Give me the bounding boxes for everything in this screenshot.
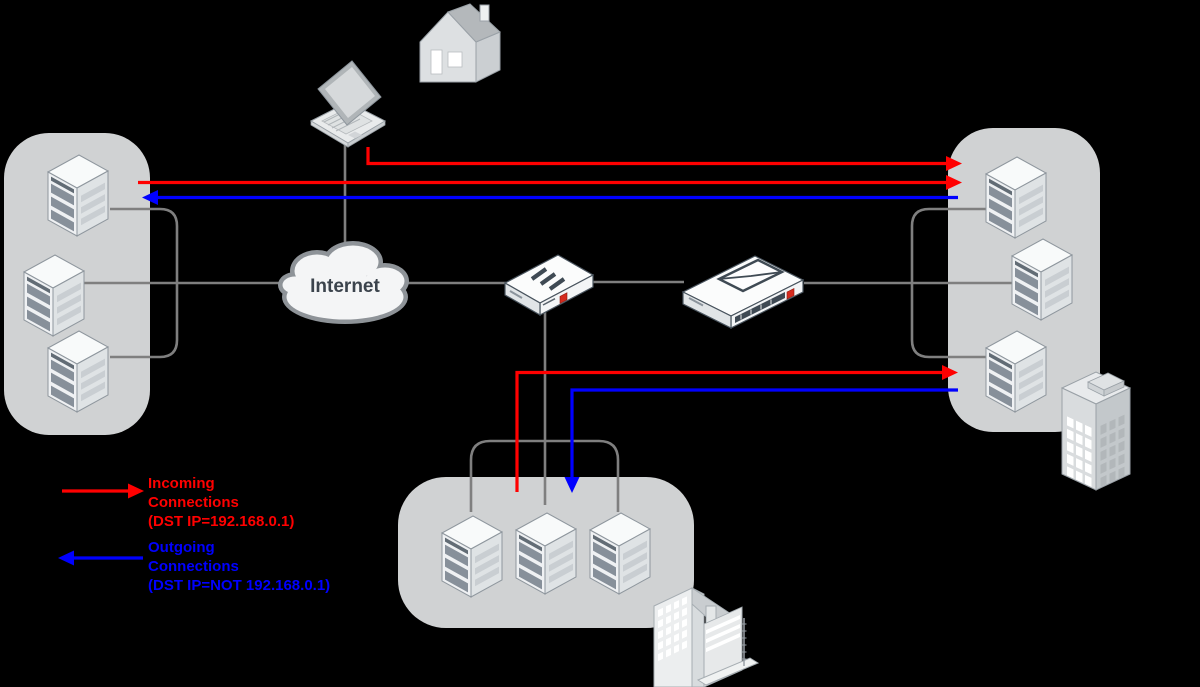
outgoing-connection-arrows bbox=[142, 190, 958, 493]
arrowhead-right-icon bbox=[946, 175, 962, 190]
server-tower-icon bbox=[47, 154, 109, 237]
arrowhead-right-icon bbox=[946, 156, 962, 171]
firewall-appliance-icon bbox=[503, 254, 595, 317]
server-tower-icon bbox=[1011, 238, 1073, 321]
incoming-arrow-dmz-to-right-lan bbox=[515, 370, 942, 492]
arrowhead-left-icon bbox=[58, 550, 74, 566]
arrowhead-right-icon bbox=[942, 365, 958, 380]
house-window bbox=[447, 51, 463, 68]
server-tower-icon bbox=[515, 512, 577, 595]
server-tower-icon bbox=[985, 330, 1047, 413]
arrowhead-left-icon bbox=[142, 190, 158, 205]
dmz-servers bbox=[441, 512, 651, 598]
house-icon bbox=[419, 3, 501, 83]
arrowhead-right-icon bbox=[128, 483, 144, 499]
legend-outgoing-line1: Outgoing bbox=[148, 539, 215, 556]
laptop-icon bbox=[309, 60, 387, 148]
legend-incoming-label: Incoming Connections (DST IP=192.168.0.1… bbox=[148, 475, 294, 530]
house-door bbox=[430, 49, 443, 75]
server-tower-icon bbox=[441, 515, 503, 598]
server-tower-icon bbox=[47, 330, 109, 413]
mail-gateway-appliance-icon bbox=[681, 255, 805, 329]
envelope-icon bbox=[716, 258, 785, 293]
legend-outgoing-line2: Connections bbox=[148, 558, 239, 575]
factory-building-icon bbox=[653, 587, 760, 687]
legend: Incoming Connections (DST IP=192.168.0.1… bbox=[58, 475, 330, 594]
server-tower-icon bbox=[23, 254, 85, 337]
arrowhead-down-icon bbox=[564, 477, 580, 493]
server-tower-icon bbox=[985, 156, 1047, 239]
mail-brand-logo bbox=[786, 288, 795, 300]
office-building-icon bbox=[1060, 371, 1132, 491]
internet-cloud-icon: Internet bbox=[278, 241, 409, 324]
network-links bbox=[84, 140, 1013, 512]
internet-label: Internet bbox=[310, 276, 380, 297]
legend-outgoing-line3: (DST IP=NOT 192.168.0.1) bbox=[148, 577, 330, 594]
incoming-arrow-laptop-to-right-lan bbox=[366, 147, 946, 166]
outgoing-arrow-right-lan-to-dmz bbox=[570, 388, 958, 477]
building-windows-right bbox=[1100, 414, 1125, 487]
legend-incoming-line1: Incoming bbox=[148, 475, 215, 492]
legend-incoming-line2: Connections bbox=[148, 494, 239, 511]
legend-outgoing-label: Outgoing Connections (DST IP=NOT 192.168… bbox=[148, 539, 330, 594]
factory-windows bbox=[658, 596, 687, 662]
right-lan-bus-link bbox=[910, 207, 986, 359]
chimney bbox=[479, 4, 490, 22]
firewall-brand-logo bbox=[559, 292, 568, 304]
dmz-bus-link bbox=[469, 439, 620, 512]
server-tower-icon bbox=[589, 512, 651, 595]
building-windows-left bbox=[1067, 416, 1092, 487]
legend-incoming-line3: (DST IP=192.168.0.1) bbox=[148, 513, 294, 530]
incoming-connection-arrows bbox=[138, 147, 962, 492]
